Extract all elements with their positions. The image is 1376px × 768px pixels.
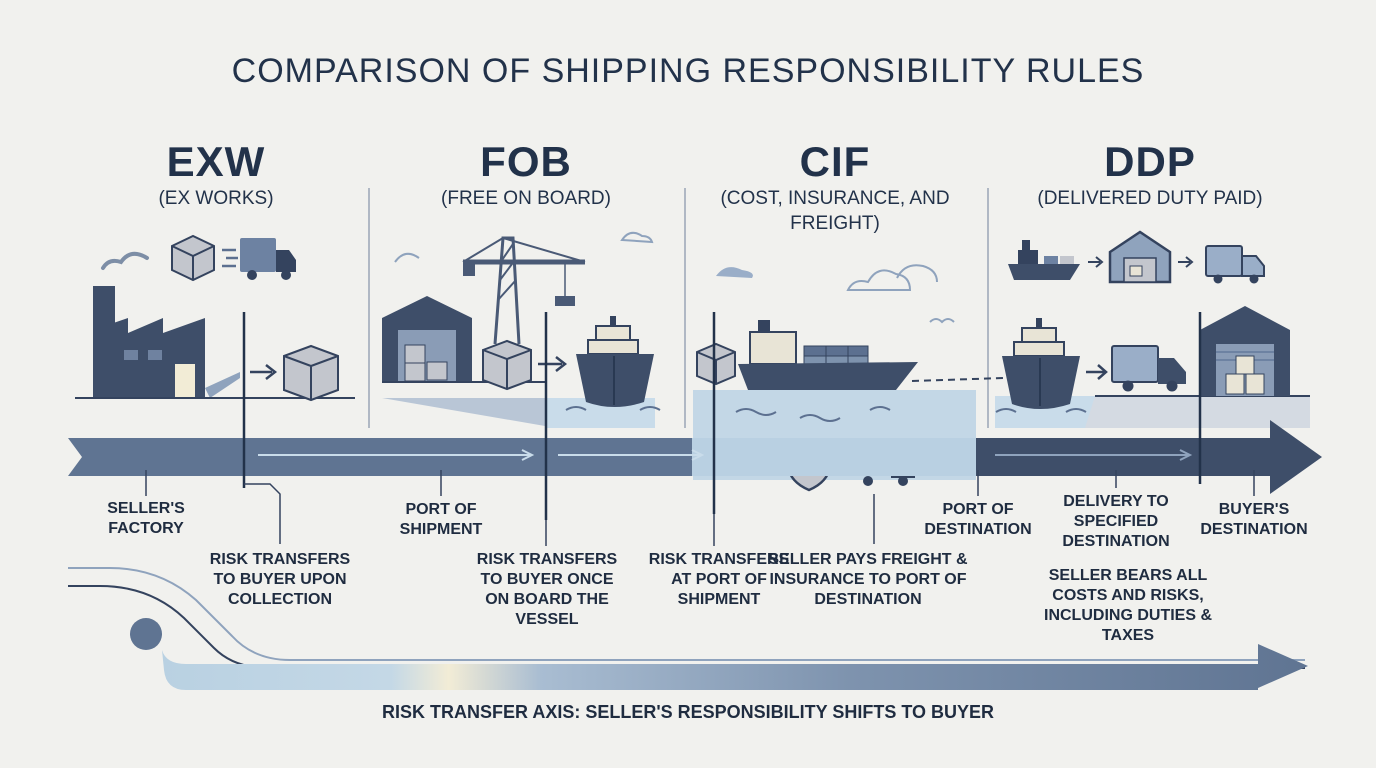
label-port-of-shipment: PORT OF SHIPMENT xyxy=(399,501,483,538)
cloud-icon xyxy=(896,264,938,283)
arrow-icon xyxy=(538,356,568,372)
label-port-of-destination: PORT OF DESTINATION xyxy=(924,501,1032,538)
arrow-icon xyxy=(1178,256,1194,268)
bird-icon xyxy=(929,318,955,324)
ship-icon xyxy=(995,318,1087,413)
axis-label: RISK TRANSFER AXIS: SELLER'S RESPONSIBIL… xyxy=(381,702,995,722)
small-ship-icon xyxy=(1008,240,1080,280)
note-exw-risk: RISK TRANSFERS TO BUYER UPON COLLECTION xyxy=(209,551,351,608)
fob-code: FOB xyxy=(480,138,572,185)
box-icon xyxy=(171,234,215,282)
note-ddp: SELLER BEARS ALL COSTS AND RISKS, INCLUD… xyxy=(1044,567,1212,644)
risk-transfer-axis-arrow xyxy=(162,644,1308,690)
warehouse-icon xyxy=(1108,230,1172,284)
wave-icon xyxy=(735,406,891,422)
note-cif-cost: SELLER PAYS FREIGHT & INSURANCE TO PORT … xyxy=(768,551,968,608)
label-delivery-to-destination: DELIVERY TO SPECIFIED DESTINATION xyxy=(1062,493,1170,550)
leader-line xyxy=(244,483,281,544)
cif-name: (COST, INSURANCE, AND FREIGHT) xyxy=(720,188,950,234)
arrow-icon xyxy=(1086,364,1108,380)
truck-icon xyxy=(222,238,296,280)
box-icon xyxy=(696,342,736,386)
timeline-band-cif xyxy=(692,438,976,476)
truck-icon xyxy=(1205,245,1265,284)
axis-origin-dot xyxy=(130,618,162,650)
ship-icon xyxy=(565,316,661,411)
cargo-ship-icon xyxy=(738,320,918,390)
truck-icon xyxy=(1111,345,1186,392)
note-fob-risk: RISK TRANSFERS TO BUYER ONCE ON BOARD TH… xyxy=(476,551,618,628)
timeline-band-seller xyxy=(68,438,692,476)
box-icon xyxy=(283,344,339,402)
page-title: COMPARISON OF SHIPPING RESPONSIBILITY RU… xyxy=(231,52,1145,90)
box-icon xyxy=(482,339,532,391)
arrow-icon xyxy=(1088,256,1104,268)
crane-icon xyxy=(462,236,586,345)
cloud-icon xyxy=(620,231,654,244)
warehouse-icon xyxy=(1200,306,1290,396)
label-buyers-destination: BUYER'S DESTINATION xyxy=(1200,501,1308,538)
cloud-icon xyxy=(716,267,753,278)
warehouse-icon xyxy=(382,296,472,382)
fob-name: (FREE ON BOARD) xyxy=(441,188,611,209)
ddp-code: DDP xyxy=(1104,138,1196,185)
cloud-icon xyxy=(394,252,420,263)
cif-code: CIF xyxy=(799,138,871,185)
cloud-icon xyxy=(846,269,912,291)
ddp-quay xyxy=(1085,396,1310,428)
route-dashed-line xyxy=(911,377,1005,382)
note-cif-risk: RISK TRANSFERS AT PORT OF SHIPMENT xyxy=(648,551,790,608)
fob-quay xyxy=(382,398,560,426)
arrow-icon xyxy=(250,364,278,380)
factory-icon xyxy=(93,251,240,398)
timeline-arrow xyxy=(976,420,1322,494)
label-sellers-factory: SELLER'S FACTORY xyxy=(107,500,185,537)
ddp-name: (DELIVERED DUTY PAID) xyxy=(1037,188,1263,209)
exw-name: (EX WORKS) xyxy=(158,188,274,209)
exw-code: EXW xyxy=(166,138,266,185)
axis-flow-line xyxy=(68,567,1305,661)
